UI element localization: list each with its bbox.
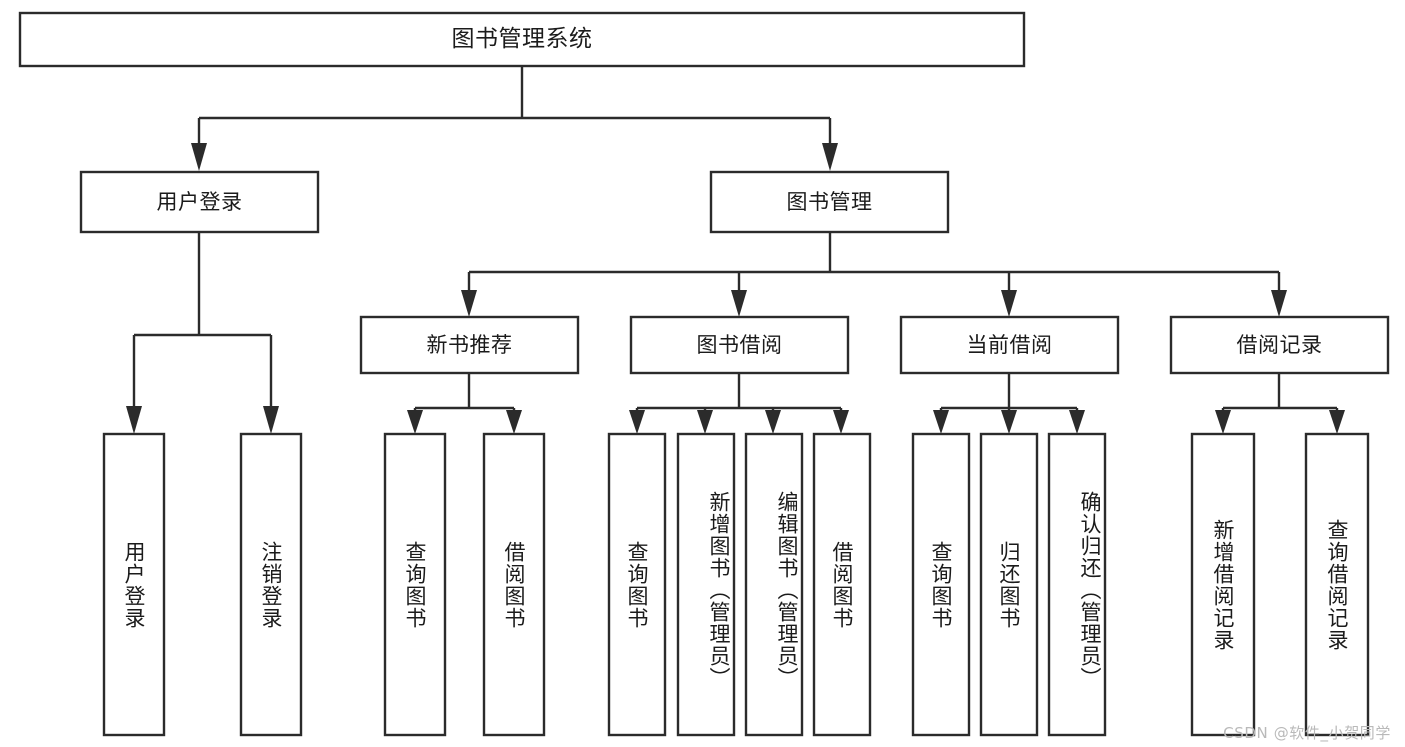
connector-bookmgmt-to-level3 xyxy=(461,232,1287,317)
node-box-leaf-borrow-book-1[interactable] xyxy=(482,432,546,737)
node-box-leaf-user-logout[interactable] xyxy=(239,432,303,737)
node-box-current[interactable] xyxy=(899,315,1120,375)
connector-borrow-to-leaves xyxy=(629,373,849,434)
connector-login-to-leaves xyxy=(126,232,279,434)
node-box-leaf-add-record[interactable] xyxy=(1190,432,1256,737)
node-box-newbook[interactable] xyxy=(359,315,580,375)
node-box-bookmgmt[interactable] xyxy=(709,170,950,234)
node-box-leaf-add-book[interactable] xyxy=(676,432,736,737)
connector-newbook-to-leaves xyxy=(407,373,522,434)
node-box-leaf-query-book-1[interactable] xyxy=(383,432,447,737)
node-box-records[interactable] xyxy=(1169,315,1390,375)
node-box-leaf-return-book[interactable] xyxy=(979,432,1039,737)
node-box-borrow[interactable] xyxy=(629,315,850,375)
node-box-leaf-user-login[interactable] xyxy=(102,432,166,737)
node-box-leaf-edit-book[interactable] xyxy=(744,432,804,737)
connector-records-to-leaves xyxy=(1215,373,1345,434)
node-box-leaf-query-book-2[interactable] xyxy=(607,432,667,737)
node-box-leaf-query-book-3[interactable] xyxy=(911,432,971,737)
node-box-root[interactable] xyxy=(18,11,1026,68)
node-box-login[interactable] xyxy=(79,170,320,234)
node-box-leaf-borrow-book-2[interactable] xyxy=(812,432,872,737)
watermark-text: CSDN @软件_小贺同学 xyxy=(1223,724,1391,742)
node-box-leaf-query-record[interactable] xyxy=(1304,432,1370,737)
node-box-leaf-confirm-return[interactable] xyxy=(1047,432,1107,737)
connector-current-to-leaves xyxy=(933,373,1085,434)
connector-root-to-level2 xyxy=(191,66,838,171)
